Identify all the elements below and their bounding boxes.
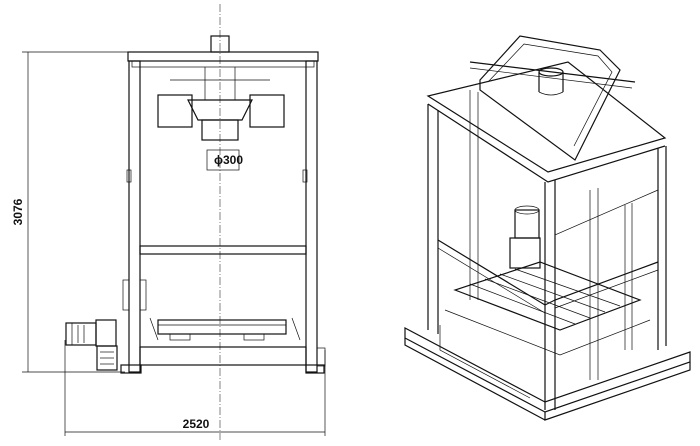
- roof-truss: [479, 35, 621, 161]
- iso-base: [404, 327, 691, 413]
- top-beam: [127, 51, 319, 62]
- left-column: [128, 60, 141, 373]
- conveyor: [149, 317, 301, 341]
- height-dimension-label: 3076: [11, 198, 25, 225]
- front-view: 3076 2520 ϕ300: [11, 4, 326, 440]
- filling-head: [157, 67, 285, 171]
- isometric-view: [404, 35, 691, 421]
- iso-motor: [509, 205, 541, 269]
- width-dimension-label: 2520: [183, 417, 210, 431]
- column: [544, 180, 556, 410]
- iso-conveyor: [444, 261, 651, 356]
- column: [657, 146, 667, 350]
- column: [427, 104, 439, 334]
- base-frame: [139, 346, 307, 366]
- middle-beam: [139, 245, 307, 255]
- top-frame: [426, 61, 667, 173]
- mid-beam: [437, 239, 659, 306]
- drive-motor: [65, 319, 118, 371]
- diameter-label: ϕ300: [214, 153, 243, 167]
- right-column: [305, 60, 318, 373]
